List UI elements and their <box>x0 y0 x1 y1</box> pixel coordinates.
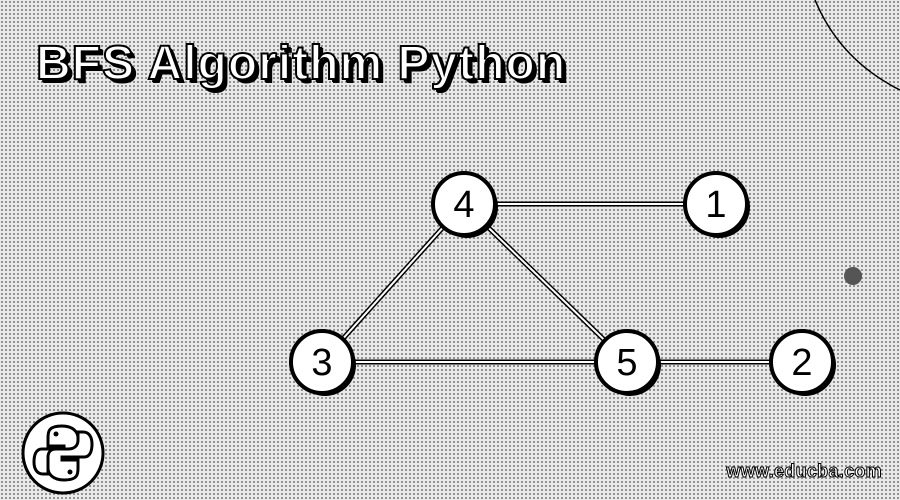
node-circle <box>594 329 660 395</box>
watermark: www.educba.com <box>726 461 882 482</box>
edge-highlight-4-5 <box>463 203 628 363</box>
python-logo-icon <box>21 411 105 495</box>
node-2: 2 <box>769 329 836 396</box>
node-label: 4 <box>453 184 474 226</box>
node-4: 4 <box>431 171 498 238</box>
node-circle <box>769 329 835 395</box>
node-circle <box>431 171 497 237</box>
node-3: 3 <box>289 329 356 396</box>
nodes-layer: 4 1 3 5 2 <box>289 171 836 396</box>
edge-highlight-4-3 <box>321 203 465 363</box>
node-1: 1 <box>683 171 750 238</box>
node-circle <box>683 171 749 237</box>
node-5: 5 <box>594 329 661 396</box>
node-label: 2 <box>791 342 812 384</box>
node-label: 5 <box>616 342 637 384</box>
node-label: 1 <box>705 184 726 226</box>
node-circle <box>289 329 355 395</box>
node-label: 3 <box>311 342 332 384</box>
page-title: BFS Algorithm Python <box>35 36 567 91</box>
